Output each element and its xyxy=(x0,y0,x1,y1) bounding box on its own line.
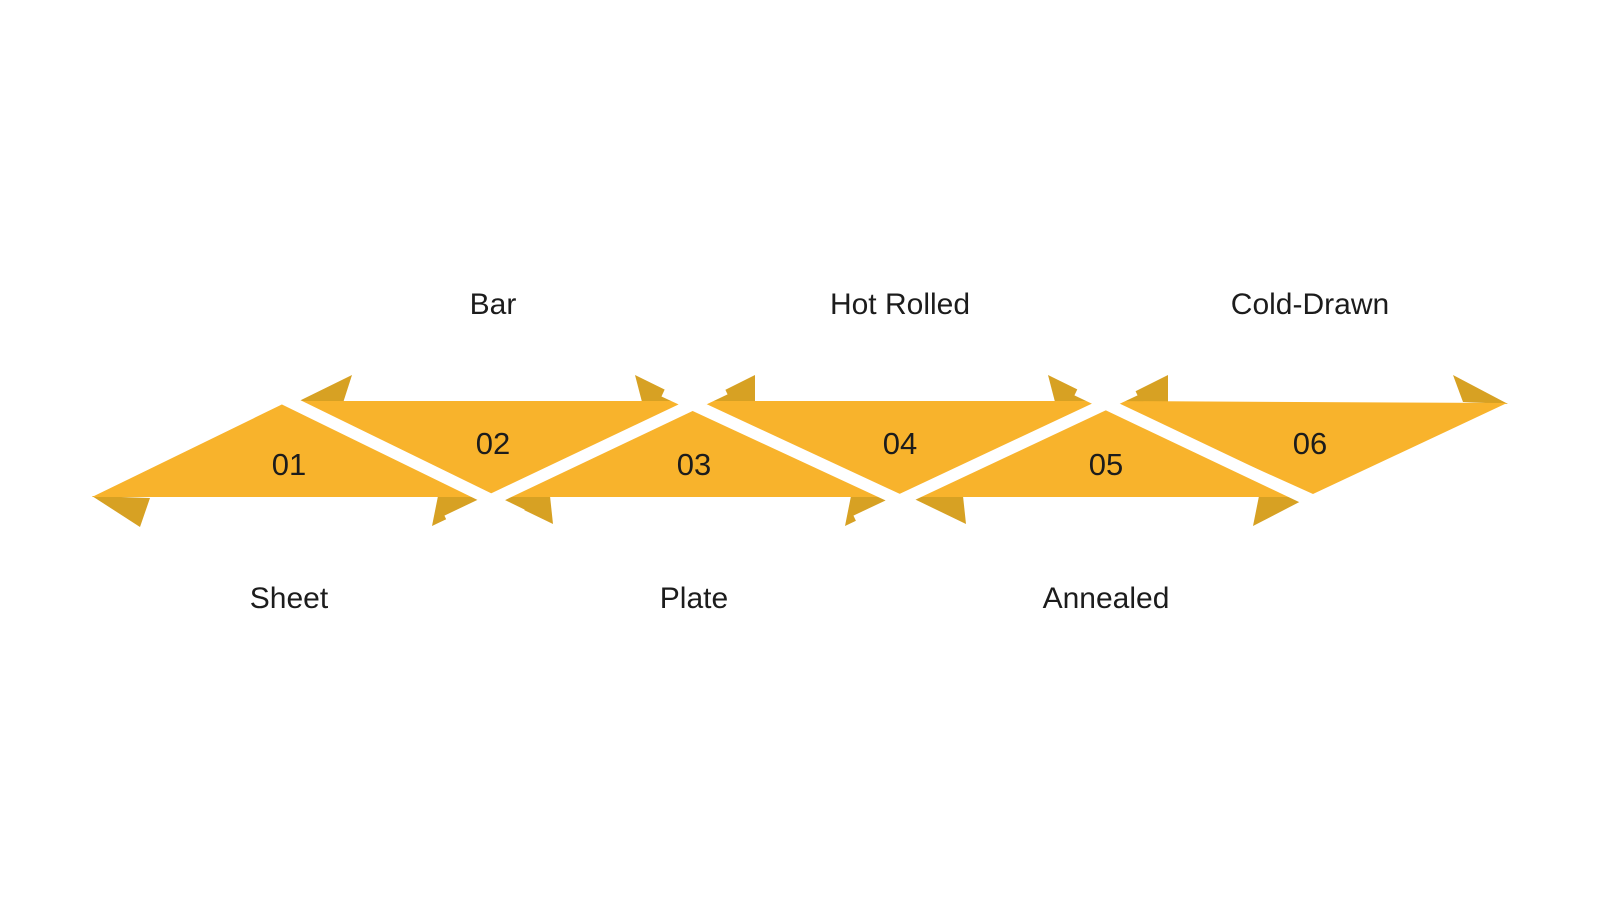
step-labels: Bar Hot Rolled Cold-Drawn Sheet Plate An… xyxy=(250,288,1389,615)
step-label-bar: Bar xyxy=(470,288,517,321)
segment-01-shape xyxy=(92,401,490,497)
ribbon-slits xyxy=(265,383,1356,527)
step-label-sheet: Sheet xyxy=(250,582,329,615)
step-number-02: 02 xyxy=(476,426,510,461)
step-label-annealed: Annealed xyxy=(1043,582,1170,615)
ribbon-slit-2 xyxy=(444,383,728,527)
step-number-05: 05 xyxy=(1089,447,1123,482)
ribbon-segments xyxy=(92,401,1507,499)
step-number-06: 06 xyxy=(1293,426,1327,461)
fold-bottom-junction3-left-icon xyxy=(1253,496,1311,526)
segment-04-shape xyxy=(693,401,1106,499)
step-label-cold-drawn: Cold-Drawn xyxy=(1231,288,1389,321)
step-label-plate: Plate xyxy=(660,582,728,615)
step-number-03: 03 xyxy=(677,447,711,482)
segment-05-shape xyxy=(900,401,1313,497)
fold-bottom-junction2-right-icon xyxy=(908,496,966,524)
step-number-01: 01 xyxy=(272,447,306,482)
ribbon-slit-1 xyxy=(265,385,525,521)
step-numbers: 01 02 03 04 05 06 xyxy=(272,426,1327,482)
segment-03-shape xyxy=(487,401,900,497)
segment-06-shape xyxy=(1106,401,1507,494)
fold-right-end-arrow-icon xyxy=(1453,375,1508,404)
segment-02-shape xyxy=(295,401,693,499)
step-number-04: 04 xyxy=(883,426,917,461)
ribbon-slit-4 xyxy=(853,384,1138,527)
fold-top-start-icon xyxy=(295,375,352,403)
fold-left-end-arrow-icon xyxy=(92,496,150,527)
ribbon-slit-5 xyxy=(1074,384,1356,527)
step-label-hot-rolled: Hot Rolled xyxy=(830,288,970,321)
